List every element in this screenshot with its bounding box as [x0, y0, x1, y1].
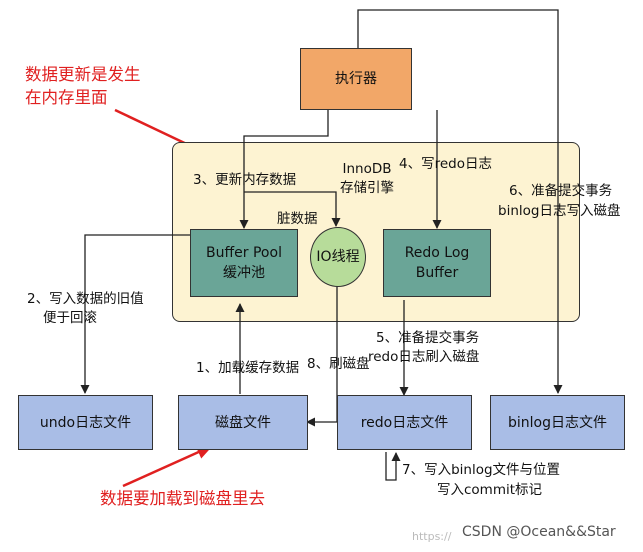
step-4-label: 4、写redo日志: [399, 156, 492, 172]
step-6-label-line1: 6、准备提交事务: [509, 183, 613, 199]
step-2-label-line1: 2、写入数据的旧值: [27, 291, 144, 307]
redo-log-buffer-node: Redo Log Buffer: [383, 229, 491, 297]
step-5-label-line1: 5、准备提交事务: [376, 330, 480, 346]
executor-node: 执行器: [300, 48, 412, 110]
step-6-label-line2: binlog日志写入磁盘: [498, 203, 621, 219]
step-7-label-line2: 写入commit标记: [437, 482, 543, 498]
note-memory-update-line1: 数据更新是发生: [25, 65, 141, 84]
step-2-label-line2: 便于回滚: [43, 310, 97, 326]
dirty-data-label: 脏数据: [277, 211, 318, 227]
note-memory-update-line2: 在内存里面: [25, 88, 108, 107]
step-7-label-line1: 7、写入binlog文件与位置: [402, 462, 561, 478]
io-thread-node: IO线程: [310, 227, 366, 287]
redo-file-node: redo日志文件: [337, 395, 472, 450]
binlog-file-node: binlog日志文件: [490, 395, 625, 450]
faint-url-text: https://: [412, 530, 452, 543]
step-1-label: 1、加载缓存数据: [196, 360, 300, 376]
undo-file-node: undo日志文件: [18, 395, 153, 450]
csdn-watermark: CSDN @Ocean&&Star: [462, 524, 616, 540]
innodb-label: InnoDB 存储引擎: [340, 161, 394, 196]
step-3-label: 3、更新内存数据: [193, 172, 297, 188]
buffer-pool-node: Buffer Pool 缓冲池: [190, 229, 298, 297]
step-8-label: 8、刷磁盘: [307, 356, 370, 372]
step-5-label-line2: redo日志刷入磁盘: [368, 349, 480, 365]
note-disk-load: 数据要加载到磁盘里去: [100, 489, 265, 508]
disk-file-node: 磁盘文件: [178, 395, 308, 450]
